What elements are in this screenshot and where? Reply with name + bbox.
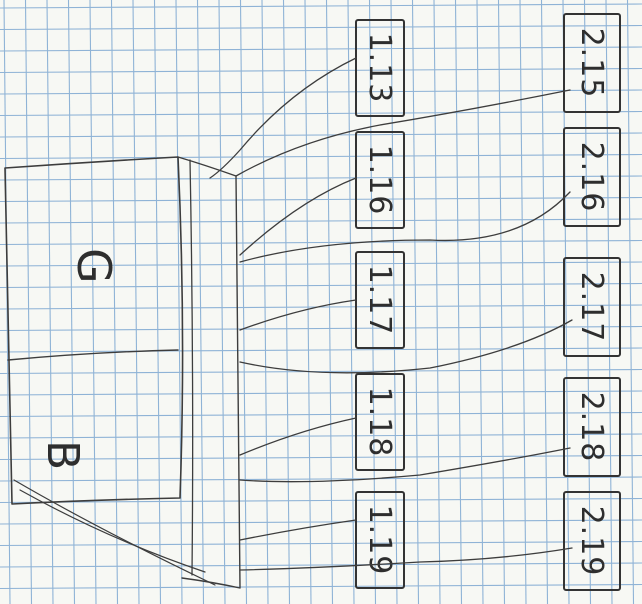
device-label-top: G [67, 248, 121, 285]
left-terminal-column: 1.13 1.16 1.17 1.18 1.19 [356, 20, 404, 588]
grid-line [219, 0, 225, 604]
grid-line [0, 4, 642, 8]
left-terminal-label: 1.16 [362, 145, 397, 216]
grid-line [0, 176, 642, 180]
grid-line [0, 305, 642, 309]
grid-line [112, 0, 118, 604]
grid-line [155, 0, 161, 604]
right-terminal-label: 2.15 [574, 28, 609, 99]
grid-line [0, 69, 642, 73]
grid-line [133, 0, 139, 604]
grid-line [305, 0, 311, 604]
grid-line [413, 0, 419, 604]
grid-line [176, 0, 182, 604]
grid-line [241, 0, 247, 604]
grid-line [0, 47, 642, 51]
left-terminal-label: 1.17 [362, 265, 397, 336]
grid-line [0, 198, 642, 202]
grid-line [0, 348, 642, 352]
grid-line [0, 241, 642, 245]
wire-1-13 [210, 58, 356, 178]
grid-line [0, 542, 642, 546]
right-terminal-2-16: 2.16 [564, 128, 620, 226]
grid-line [90, 0, 96, 604]
right-terminal-label: 2.17 [574, 272, 609, 343]
right-terminal-2-17: 2.17 [564, 258, 620, 356]
grid-line [0, 563, 642, 567]
grid-line [262, 0, 268, 604]
grid-line [0, 219, 642, 223]
right-terminal-label: 2.16 [574, 142, 609, 213]
left-terminal-1-17: 1.17 [356, 252, 404, 348]
grid-line [47, 0, 53, 604]
grid-line [434, 0, 440, 604]
right-terminal-column: 2.15 2.16 2.17 2.18 2.19 [564, 14, 620, 590]
grid-line [198, 0, 204, 604]
device-label-bottom-group: B [37, 440, 88, 471]
right-terminal-label: 2.19 [574, 506, 609, 577]
grid-line [0, 520, 642, 524]
grid-line [327, 0, 333, 604]
wire-2-19 [240, 548, 572, 570]
wire-1-17 [240, 300, 356, 330]
left-terminal-label: 1.13 [362, 33, 397, 104]
left-terminal-label: 1.18 [362, 387, 397, 458]
wire-1-19 [240, 520, 356, 540]
grid-line [0, 26, 642, 30]
left-terminal-1-16: 1.16 [356, 132, 404, 228]
grid-line [0, 477, 642, 481]
grid-line [26, 0, 32, 604]
grid-line [0, 112, 642, 116]
grid-line [0, 155, 642, 159]
right-terminal-2-15: 2.15 [564, 14, 620, 112]
device-label-bottom: B [37, 440, 88, 471]
left-terminal-1-18: 1.18 [356, 374, 404, 470]
device-label-top-group: G [67, 248, 121, 285]
grid-line [0, 90, 642, 94]
grid-line [348, 0, 354, 604]
right-terminal-2-18: 2.18 [564, 378, 620, 476]
left-terminal-1-19: 1.19 [356, 492, 404, 588]
grid-line [0, 327, 642, 331]
left-terminal-1-13: 1.13 [356, 20, 404, 116]
right-terminal-label: 2.18 [574, 392, 609, 463]
wire-1-16 [240, 178, 356, 255]
grid-line [284, 0, 290, 604]
grid-line [0, 133, 642, 137]
